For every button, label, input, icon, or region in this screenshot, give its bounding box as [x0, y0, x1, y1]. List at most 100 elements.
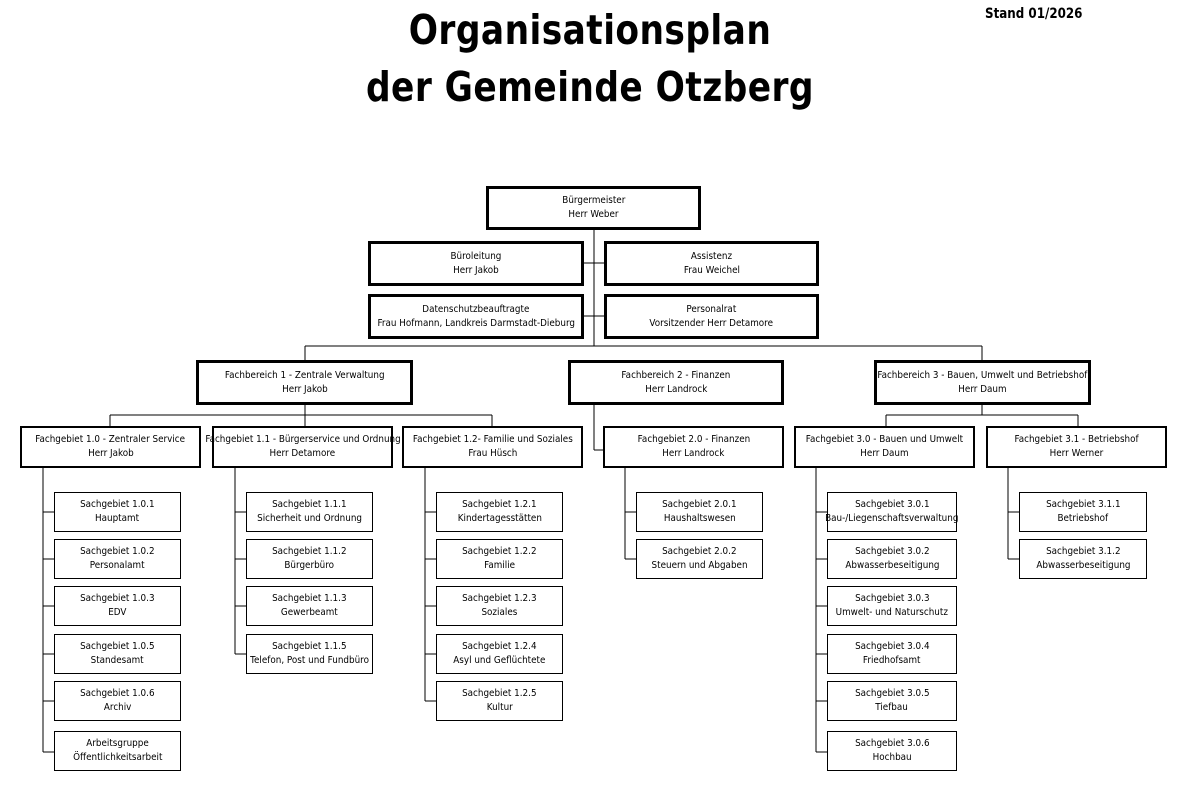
box-person: Sicherheit und Ordnung — [257, 513, 362, 524]
box-person: Herr Jakob — [87, 448, 134, 459]
box-datenschutz: Datenschutzbeauftragte Frau Hofmann, Lan… — [368, 294, 584, 339]
box-title: Sachgebiet 1.0.3 — [80, 593, 155, 604]
box-title: Sachgebiet 3.0.1 — [854, 499, 930, 510]
box-sachgebiet-1-0-3: Sachgebiet 1.0.3 EDV — [54, 586, 181, 626]
box-sachgebiet-3-0-1: Sachgebiet 3.0.1 Bau-/Liegenschaftsverwa… — [825, 492, 959, 532]
box-sachgebiet-1-2-2: Sachgebiet 1.2.2 Familie — [436, 539, 563, 579]
box-person: Herr Daum — [958, 383, 1007, 395]
box-arbeitsgruppe: Arbeitsgruppe Öffentlichkeitsarbeit — [54, 731, 181, 771]
title-line-1: Organisationsplan — [408, 6, 772, 54]
box-person: Herr Jakob — [281, 383, 328, 395]
box-person: Herr Werner — [1049, 448, 1104, 459]
box-sachgebiet-1-1-5: Sachgebiet 1.1.5 Telefon, Post und Fundb… — [246, 634, 373, 674]
box-title: Fachbereich 1 - Zentrale Verwaltung — [224, 369, 385, 381]
box-person: Öffentlichkeitsarbeit — [72, 752, 163, 763]
box-sachgebiet-3-0-3: Sachgebiet 3.0.3 Umwelt- und Naturschutz — [827, 586, 957, 626]
box-person: Archiv — [103, 702, 132, 713]
box-person: Bau-/Liegenschaftsverwaltung — [825, 513, 959, 524]
title-line-2: der Gemeinde Otzberg — [365, 63, 815, 111]
box-person: Tiefbau — [875, 702, 909, 713]
box-person: Betriebshof — [1057, 513, 1109, 524]
box-fachgebiet-2-0: Fachgebiet 2.0 - Finanzen Herr Landrock — [603, 426, 784, 468]
box-fachgebiet-1-0: Fachgebiet 1.0 - Zentraler Service Herr … — [20, 426, 201, 468]
box-title: Sachgebiet 1.1.5 — [272, 641, 347, 652]
box-title: Sachgebiet 2.0.1 — [662, 499, 737, 510]
box-person: Herr Jakob — [453, 264, 499, 276]
box-title: Sachgebiet 1.0.2 — [80, 546, 155, 557]
box-person: Steuern und Abgaben — [651, 560, 748, 571]
box-title: Fachgebiet 3.0 - Bauen und Umwelt — [805, 434, 964, 445]
box-title: Sachgebiet 1.1.3 — [272, 593, 347, 604]
box-assistenz: Assistenz Frau Weichel — [604, 241, 819, 286]
box-title: Sachgebiet 1.2.2 — [462, 546, 537, 557]
box-person: Telefon, Post und Fundbüro — [250, 655, 369, 666]
box-sachgebiet-1-0-5: Sachgebiet 1.0.5 Standesamt — [54, 634, 181, 674]
box-title: Bürgermeister — [561, 195, 626, 206]
box-title: Sachgebiet 1.1.2 — [272, 546, 347, 557]
box-person: EDV — [108, 607, 127, 618]
box-title: Arbeitsgruppe — [86, 738, 149, 749]
box-sachgebiet-3-0-5: Sachgebiet 3.0.5 Tiefbau — [827, 681, 957, 721]
box-title: Sachgebiet 3.0.5 — [854, 688, 930, 699]
box-person: Gewerbeamt — [281, 607, 338, 618]
box-title: Sachgebiet 1.2.1 — [462, 499, 537, 510]
box-personalrat: Personalrat Vorsitzender Herr Detamore — [604, 294, 819, 339]
box-sachgebiet-1-1-2: Sachgebiet 1.1.2 Bürgerbüro — [246, 539, 373, 579]
box-person: Asyl und Geflüchtete — [453, 655, 546, 666]
box-person: Bürgerbüro — [284, 560, 335, 571]
box-title: Fachgebiet 1.1 - Bürgerservice und Ordnu… — [204, 434, 401, 445]
box-person: Kultur — [486, 702, 513, 713]
box-title: Datenschutzbeauftragte — [422, 303, 530, 315]
box-title: Fachgebiet 1.2- Familie und Soziales — [412, 434, 573, 445]
box-title: Sachgebiet 1.0.6 — [80, 688, 155, 699]
box-person: Abwasserbeseitigung — [844, 560, 940, 571]
box-sachgebiet-1-1-3: Sachgebiet 1.1.3 Gewerbeamt — [246, 586, 373, 626]
box-person: Hochbau — [872, 752, 912, 763]
box-person: Standesamt — [90, 655, 144, 666]
box-sachgebiet-3-1-2: Sachgebiet 3.1.2 Abwasserbeseitigung — [1019, 539, 1147, 579]
box-sachgebiet-2-0-1: Sachgebiet 2.0.1 Haushaltswesen — [636, 492, 763, 532]
box-person: Herr Daum — [860, 448, 909, 459]
box-person: Frau Weichel — [683, 264, 740, 276]
box-person: Kindertagesstätten — [457, 513, 542, 524]
box-title: Fachgebiet 2.0 - Finanzen — [637, 434, 750, 445]
box-person: Friedhofsamt — [863, 655, 921, 666]
box-person: Soziales — [481, 607, 518, 618]
box-sachgebiet-1-0-1: Sachgebiet 1.0.1 Hauptamt — [54, 492, 181, 532]
box-sachgebiet-2-0-2: Sachgebiet 2.0.2 Steuern und Abgaben — [636, 539, 763, 579]
stand-date: Stand 01/2026 — [985, 6, 1083, 22]
box-title: Fachgebiet 1.0 - Zentraler Service — [35, 434, 186, 445]
box-title: Fachgebiet 3.1 - Betriebshof — [1014, 434, 1139, 445]
box-title: Personalrat — [686, 303, 737, 315]
box-fachbereich-1: Fachbereich 1 - Zentrale Verwaltung Herr… — [196, 360, 413, 405]
box-person: Frau Hofmann, Landkreis Darmstadt-Diebur… — [377, 317, 575, 329]
box-person: Frau Hüsch — [467, 448, 518, 459]
box-person: Personalamt — [90, 560, 145, 571]
box-fachgebiet-1-2: Fachgebiet 1.2- Familie und Soziales Fra… — [402, 426, 583, 468]
box-sachgebiet-1-1-1: Sachgebiet 1.1.1 Sicherheit und Ordnung — [246, 492, 373, 532]
box-buergermeister: Bürgermeister Herr Weber — [486, 186, 701, 230]
box-title: Fachbereich 2 - Finanzen — [621, 369, 731, 381]
box-fachgebiet-1-1: Fachgebiet 1.1 - Bürgerservice und Ordnu… — [205, 426, 400, 468]
box-person: Abwasserbeseitigung — [1035, 560, 1131, 571]
box-title: Sachgebiet 3.0.6 — [854, 738, 930, 749]
box-sachgebiet-3-0-2: Sachgebiet 3.0.2 Abwasserbeseitigung — [827, 539, 957, 579]
box-title: Büroleitung — [450, 250, 502, 262]
box-person: Hauptamt — [95, 513, 140, 524]
box-title: Sachgebiet 1.2.4 — [462, 641, 537, 652]
box-title: Sachgebiet 3.0.2 — [854, 546, 930, 557]
box-sachgebiet-3-0-4: Sachgebiet 3.0.4 Friedhofsamt — [827, 634, 957, 674]
box-title: Sachgebiet 1.2.3 — [462, 593, 537, 604]
box-title: Sachgebiet 1.0.5 — [80, 641, 155, 652]
box-person: Haushaltswesen — [663, 513, 736, 524]
page-title: Organisationsplan der Gemeinde Otzberg — [346, 2, 833, 116]
box-title: Sachgebiet 2.0.2 — [662, 546, 737, 557]
box-title: Fachbereich 3 - Bauen, Umwelt und Betrie… — [877, 369, 1088, 381]
box-sachgebiet-1-0-6: Sachgebiet 1.0.6 Archiv — [54, 681, 181, 721]
box-title: Sachgebiet 1.0.1 — [80, 499, 155, 510]
box-person: Umwelt- und Naturschutz — [835, 607, 949, 618]
box-sachgebiet-1-2-3: Sachgebiet 1.2.3 Soziales — [436, 586, 563, 626]
box-sachgebiet-3-1-1: Sachgebiet 3.1.1 Betriebshof — [1019, 492, 1147, 532]
box-title: Sachgebiet 1.2.5 — [462, 688, 537, 699]
